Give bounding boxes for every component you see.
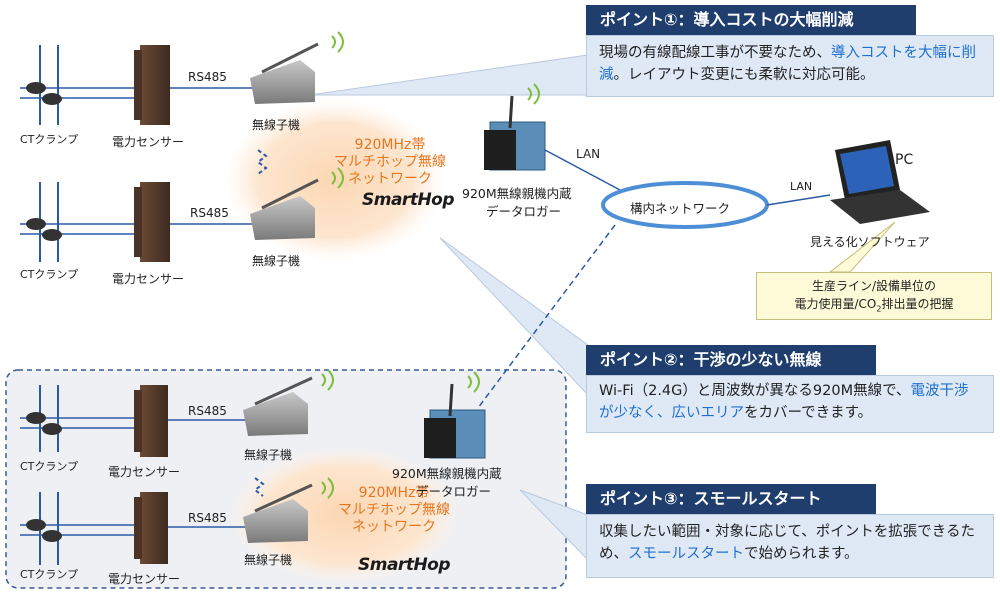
lan-label-logger: LAN bbox=[576, 147, 601, 161]
power-sensor-label-1: 電力センサー bbox=[112, 135, 185, 149]
logger-label-top-2: データロガー bbox=[486, 204, 562, 219]
point3-box: 収集したい範囲・対象に応じて、ポイントを拡張できるため、スモールスタートで始めら… bbox=[586, 514, 994, 578]
lan-line-logger bbox=[544, 149, 621, 191]
power-sensor-label-3: 電力センサー bbox=[108, 465, 181, 479]
point2-box: Wi-Fi（2.4G）と周波数が異なる920M無線で、電波干渉が少なく、広いエリ… bbox=[586, 375, 994, 433]
ct-clamp-assembly-3 bbox=[20, 385, 140, 452]
smarthop-logo-top: SmartHop bbox=[362, 190, 455, 210]
power-sensor-4 bbox=[134, 492, 168, 564]
ct-clamp-label-1: CTクランプ bbox=[20, 133, 79, 146]
wireless-child-device-2 bbox=[250, 167, 344, 240]
network-band-label: 920MHz帯 bbox=[354, 137, 426, 153]
network-label-bottom: 920MHz帯 マルチホップ無線 ネットワーク bbox=[334, 485, 454, 536]
dashed-uplink bbox=[477, 224, 616, 409]
logger-label-bottom-2: データロガー bbox=[416, 484, 492, 499]
point2-text: Wi-Fi（2.4G）と周波数が異なる920M無線で、 bbox=[599, 383, 911, 399]
lan-label-pc: LAN bbox=[790, 180, 813, 193]
wireless-child-device-1 bbox=[250, 31, 344, 104]
point1-highlight: 導入コストを大幅に削減 bbox=[599, 45, 976, 83]
point3-title: ポイント③：スモールスタート bbox=[586, 484, 876, 514]
network-word-label: ネットワーク bbox=[348, 171, 432, 187]
power-sensor-1 bbox=[134, 45, 170, 125]
wireless-child-label-1: 無線子機 bbox=[252, 118, 301, 132]
wireless-child-label-2: 無線子機 bbox=[252, 254, 301, 268]
wireless-child-device-4 bbox=[243, 477, 334, 543]
ct-clamp-label-4: CTクランプ bbox=[20, 568, 79, 581]
wireless-child-label-4: 無線子機 bbox=[244, 553, 293, 567]
network-multihop-label: マルチホップ無線 bbox=[334, 154, 446, 170]
point1-text-end: 。レイアウト変更にも柔軟に対応可能。 bbox=[613, 67, 875, 83]
data-logger-device-top bbox=[484, 83, 546, 171]
intranet-label: 構内ネットワーク bbox=[630, 201, 731, 216]
usage-note-line2: 電力使用量/CO2排出量の把握 bbox=[794, 297, 954, 314]
network-multihop-label-bottom: マルチホップ無線 bbox=[338, 502, 450, 518]
power-sensor-2 bbox=[134, 182, 170, 262]
point2-text-end: をカバーできます。 bbox=[744, 405, 873, 421]
point2-highlight: 電波干渉が少なく、広いエリア bbox=[599, 383, 969, 421]
rs485-label-1: RS485 bbox=[188, 70, 227, 84]
logger-label-bottom-1: 920M無線親機内蔵 bbox=[392, 466, 502, 481]
network-band-label-bottom: 920MHz帯 bbox=[358, 485, 430, 501]
software-label: 見える化ソフトウェア bbox=[810, 235, 930, 249]
point3-highlight: スモールスタート bbox=[628, 546, 744, 562]
rs485-label-2: RS485 bbox=[190, 206, 229, 220]
ct-clamp-label-2: CTクランプ bbox=[20, 268, 79, 281]
rs485-label-3: RS485 bbox=[188, 404, 227, 418]
lan-line-pc bbox=[766, 194, 831, 206]
point1-box: 現場の有線配線工事が不要なため、導入コストを大幅に削減。レイアウト変更にも柔軟に… bbox=[586, 35, 994, 97]
point1-title: ポイント①：導入コストの大幅削減 bbox=[586, 5, 916, 35]
point3-text: 収集したい範囲・対象に応じて、ポイントを拡張できるため、 bbox=[599, 524, 975, 562]
smarthop-logo-bottom: SmartHop bbox=[358, 555, 451, 575]
ct-clamp-assembly-2 bbox=[20, 182, 140, 262]
logger-label-top-1: 920M無線親機内蔵 bbox=[462, 186, 572, 201]
rs485-label-4: RS485 bbox=[188, 511, 227, 525]
hop-signal-bottom bbox=[253, 477, 265, 497]
laptop-pc bbox=[830, 140, 930, 224]
wireless-child-label-3: 無線子機 bbox=[244, 448, 293, 462]
ct-clamp-label-3: CTクランプ bbox=[20, 460, 79, 473]
ct-clamp-assembly-4 bbox=[20, 492, 140, 565]
data-logger-device-bottom bbox=[424, 371, 486, 459]
pc-label: PC bbox=[895, 152, 914, 168]
network-word-label-bottom: ネットワーク bbox=[352, 519, 436, 535]
callout-wedge-1 bbox=[309, 54, 589, 96]
power-sensor-label-4: 電力センサー bbox=[108, 572, 181, 586]
wireless-child-device-3 bbox=[243, 369, 334, 436]
power-sensor-3 bbox=[134, 385, 168, 457]
point1-text: 現場の有線配線工事が不要なため、 bbox=[599, 45, 831, 61]
network-glow-bottom bbox=[227, 445, 463, 585]
power-sensor-label-2: 電力センサー bbox=[112, 272, 185, 286]
point2-title: ポイント②：干渉の少ない無線 bbox=[586, 345, 876, 375]
usage-note-line1: 生産ライン/設備単位の bbox=[811, 279, 937, 293]
point3-text-end: で始められます。 bbox=[744, 546, 859, 562]
ct-clamp-assembly-1 bbox=[20, 45, 140, 125]
network-label-top: 920MHz帯 マルチホップ無線 ネットワーク bbox=[330, 137, 450, 188]
usage-note: 生産ライン/設備単位の 電力使用量/CO2排出量の把握 bbox=[756, 272, 992, 320]
